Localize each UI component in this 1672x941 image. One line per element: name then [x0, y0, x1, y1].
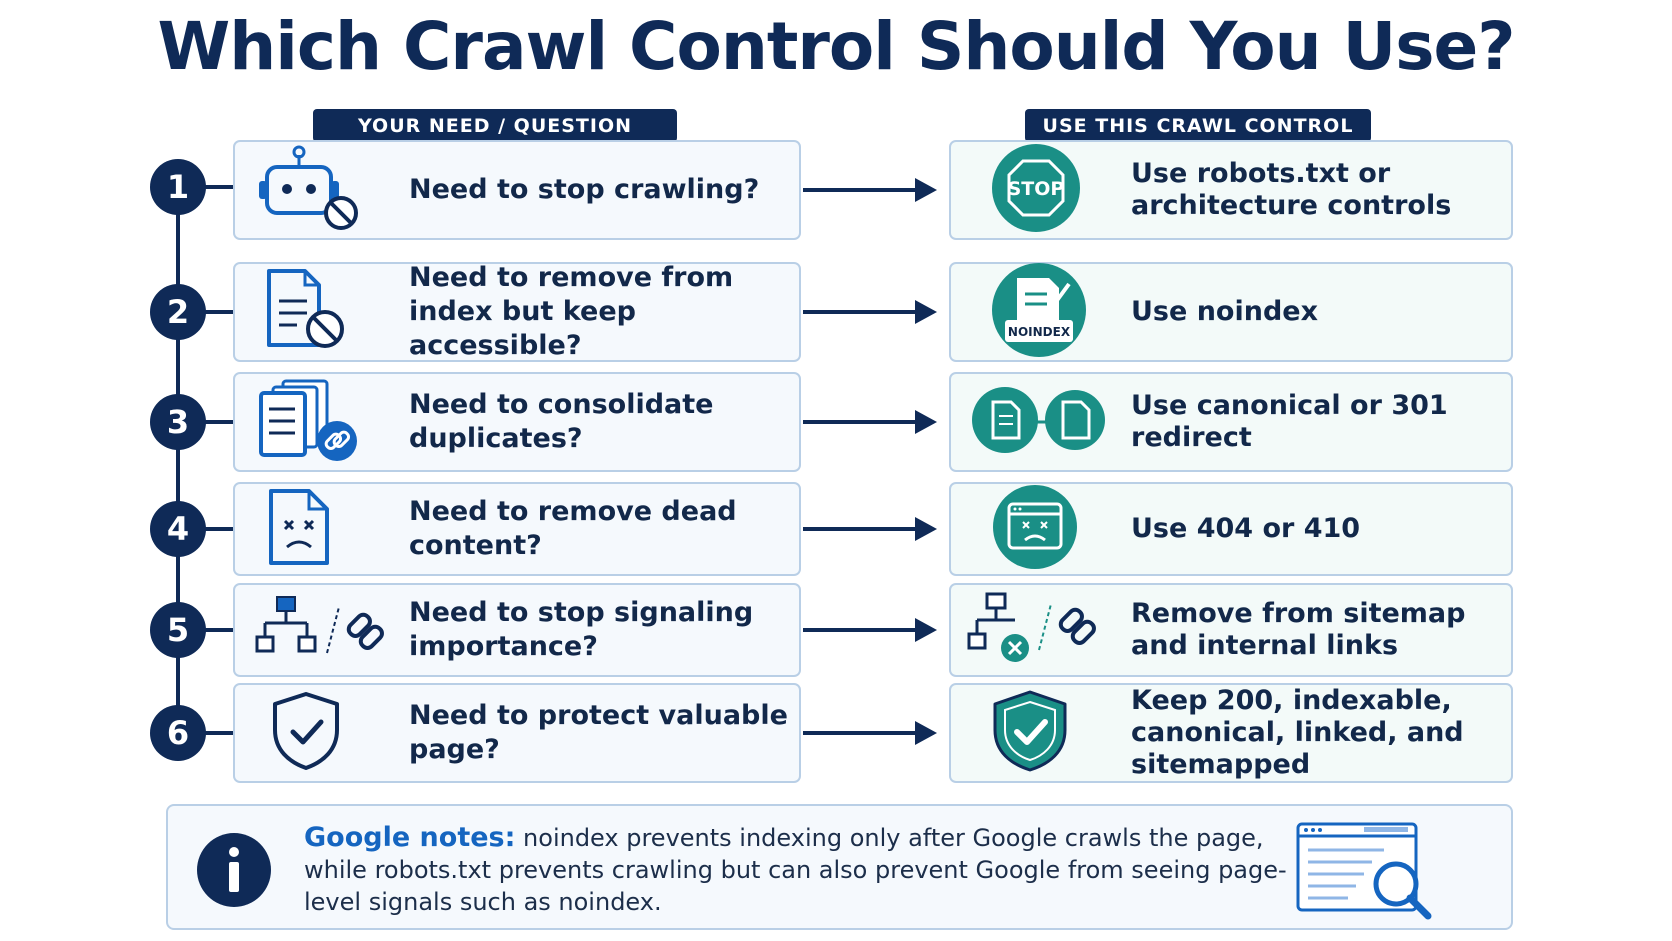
step-number-1: 1	[150, 159, 206, 215]
connector-tick	[204, 527, 234, 531]
arrow-right-icon	[803, 721, 937, 745]
step-number-5: 5	[150, 602, 206, 658]
control-text-5: Remove from sitemap and internal links	[1131, 598, 1466, 661]
need-text-1: Need to stop crawling?	[409, 174, 760, 205]
google-notes-box: Google notes: noindex prevents indexing …	[166, 804, 1513, 930]
step-number-2: 2	[150, 284, 206, 340]
decision-row-1: 1 Need to stop crawling?	[0, 140, 1672, 240]
need-card-3: Need to consolidate duplicates?	[233, 372, 801, 472]
decision-row-4: 4 Need to remove dead content?	[0, 482, 1672, 576]
sitemap-link-icon	[253, 593, 393, 667]
control-text-6: Keep 200, indexable, canonical, linked, …	[1131, 685, 1464, 780]
noindex-icon: NOINDEX	[991, 262, 1087, 362]
connector-tick	[204, 185, 234, 189]
arrow-right-icon	[803, 300, 937, 324]
duplicate-documents-link-icon	[253, 377, 363, 467]
control-text-4: Use 404 or 410	[1131, 513, 1361, 544]
control-card-4: Use 404 or 410	[949, 482, 1513, 576]
decision-row-5: 5 Need to stop signaling importance?	[0, 583, 1672, 677]
document-redirect-icon	[971, 382, 1107, 462]
need-text-4: Need to remove dead content?	[409, 496, 737, 561]
browser-search-icon	[1294, 820, 1444, 924]
need-card-1: Need to stop crawling?	[233, 140, 801, 240]
control-card-3: Use canonical or 301 redirect	[949, 372, 1513, 472]
dead-document-icon	[265, 487, 335, 571]
info-icon	[196, 832, 272, 912]
document-blocked-icon	[253, 267, 353, 357]
arrow-right-icon	[803, 517, 937, 541]
step-number-3: 3	[150, 394, 206, 450]
stop-label: STOP	[1008, 178, 1065, 200]
connector-tick	[204, 731, 234, 735]
shield-check-filled-icon	[989, 688, 1071, 778]
control-card-6: Keep 200, indexable, canonical, linked, …	[949, 683, 1513, 783]
control-card-1: STOP Use robots.txt or architecture cont…	[949, 140, 1513, 240]
connector-tick	[204, 420, 234, 424]
connector-tick	[204, 310, 234, 314]
arrow-right-icon	[803, 178, 937, 202]
step-number-6: 6	[150, 705, 206, 761]
noindex-label: NOINDEX	[1008, 325, 1071, 339]
need-text-2: Need to remove from index but keep acces…	[409, 262, 734, 361]
need-card-4: Need to remove dead content?	[233, 482, 801, 576]
decision-row-2: 2 Need to remove from index but keep acc…	[0, 262, 1672, 362]
need-text-5: Need to stop signaling importance?	[409, 597, 754, 662]
google-notes-label: Google notes:	[304, 822, 516, 853]
google-notes-text: Google notes: noindex prevents indexing …	[304, 822, 1304, 918]
arrow-right-icon	[803, 618, 937, 642]
need-text-3: Need to consolidate duplicates?	[409, 389, 714, 454]
step-number-4: 4	[150, 501, 206, 557]
robot-blocked-icon	[253, 145, 363, 235]
error-page-icon	[985, 484, 1085, 574]
need-column-header: YOUR NEED / QUESTION	[313, 109, 677, 142]
timeline-line	[176, 190, 180, 728]
arrow-right-icon	[803, 410, 937, 434]
need-card-5: Need to stop signaling importance?	[233, 583, 801, 677]
need-text-6: Need to protect valuable page?	[409, 700, 788, 765]
need-card-2: Need to remove from index but keep acces…	[233, 262, 801, 362]
control-column-header: USE THIS CRAWL CONTROL	[1025, 109, 1371, 142]
connector-tick	[204, 628, 234, 632]
decision-row-3: 3 Need to consolidate duplicates?	[0, 372, 1672, 472]
google-notes-body: noindex prevents indexing only after Goo…	[304, 824, 1287, 916]
sitemap-removed-icon	[965, 590, 1105, 670]
control-card-5: Remove from sitemap and internal links	[949, 583, 1513, 677]
need-card-6: Need to protect valuable page?	[233, 683, 801, 783]
control-text-3: Use canonical or 301 redirect	[1131, 390, 1448, 453]
decision-row-6: 6 Need to protect valuable page? Keep 20…	[0, 683, 1672, 783]
control-text-2: Use noindex	[1131, 296, 1319, 327]
shield-check-icon	[269, 690, 343, 776]
control-text-1: Use robots.txt or architecture controls	[1131, 158, 1452, 221]
stop-sign-icon: STOP	[991, 143, 1081, 237]
page-title: Which Crawl Control Should You Use?	[157, 8, 1515, 85]
control-card-2: NOINDEX Use noindex	[949, 262, 1513, 362]
